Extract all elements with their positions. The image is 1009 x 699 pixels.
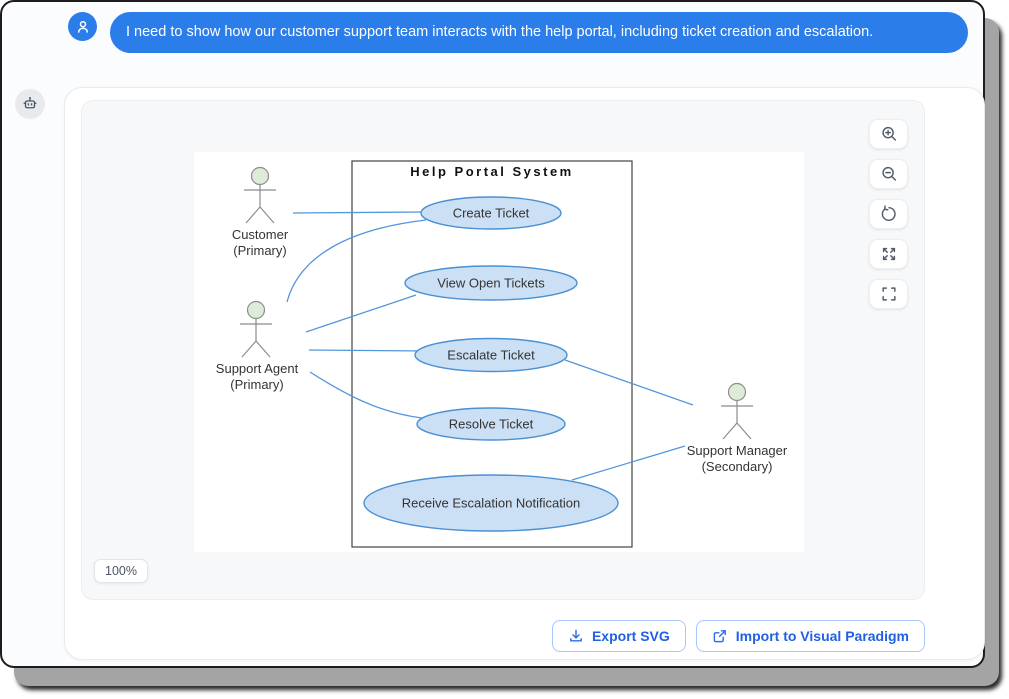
external-link-icon [713,630,726,643]
expand-button[interactable] [869,239,908,269]
magnifier-plus-icon [881,126,896,141]
assoc-customer-create-ticket [292,211,423,214]
magnifier-minus-icon [881,166,896,181]
use-case-receive-escalation-notification[interactable] [363,474,619,532]
reset-view-button[interactable] [869,199,908,229]
user-message-row: I need to show how our customer support … [68,12,968,53]
use-case-create-ticket[interactable] [420,196,562,230]
diagram-card: Help Portal System Create T [64,87,985,660]
assoc-escalate-manager [564,359,694,406]
assoc-agent-escalate-ticket [308,349,428,352]
corner-brackets-icon [881,287,896,301]
associations [286,211,694,481]
use-case-label: Create Ticket [453,206,530,221]
zoom-in-button[interactable] [869,119,908,149]
export-svg-label: Export SVG [591,628,670,644]
bot-avatar [15,89,45,119]
use-case-view-open-tickets[interactable] [404,265,578,301]
app-window: I need to show how our customer support … [0,0,985,668]
assoc-manager-receive-notification [571,445,686,481]
user-message-bubble: I need to show how our customer support … [110,12,968,53]
export-svg-button[interactable]: Export SVG [551,620,686,652]
zoom-level-badge[interactable]: 100% [94,559,148,583]
system-title: Help Portal System [410,164,574,179]
import-to-visual-paradigm-label: Import to Visual Paradigm [735,628,909,644]
use-case-label: Escalate Ticket [447,348,535,363]
use-cases: Create Ticket View Open Tickets Escalate… [363,196,619,532]
use-case-diagram-svg: Help Portal System Create T [216,160,788,548]
use-case-label: Receive Escalation Notification [402,496,580,511]
rotate-ccw-icon [881,205,896,221]
actor-customer[interactable] [244,166,276,224]
actor-name: Support Agent [216,361,299,376]
assoc-agent-view-open-tickets [305,294,417,333]
actor-stereotype: (Primary) [230,377,283,392]
zoom-out-button[interactable] [869,159,908,189]
card-actions: Export SVG Import to Visual Paradigm [81,620,925,652]
use-case-label: Resolve Ticket [449,417,534,432]
use-case-label: View Open Tickets [437,276,545,291]
assoc-agent-create-ticket [286,219,427,303]
arrows-out-icon [882,247,895,261]
diagram-viewer-panel: Help Portal System Create T [81,100,925,600]
user-avatar [68,12,97,41]
actor-support-manager[interactable] [721,382,753,440]
actor-name: Customer [232,227,289,242]
person-icon [77,20,88,33]
actor-name: Support Manager [687,443,788,458]
assoc-agent-resolve-ticket [309,371,423,419]
use-case-resolve-ticket[interactable] [416,407,566,441]
fullscreen-button[interactable] [869,279,908,309]
robot-icon [23,97,37,109]
download-icon [570,629,582,642]
use-case-escalate-ticket[interactable] [414,337,568,373]
use-case-diagram[interactable]: Help Portal System Create T [194,152,804,552]
viewer-controls [869,119,908,309]
actor-stereotype: (Primary) [233,243,286,258]
import-to-visual-paradigm-button[interactable]: Import to Visual Paradigm [695,620,925,652]
actor-stereotype: (Secondary) [702,459,773,474]
actor-support-agent[interactable] [240,300,272,358]
